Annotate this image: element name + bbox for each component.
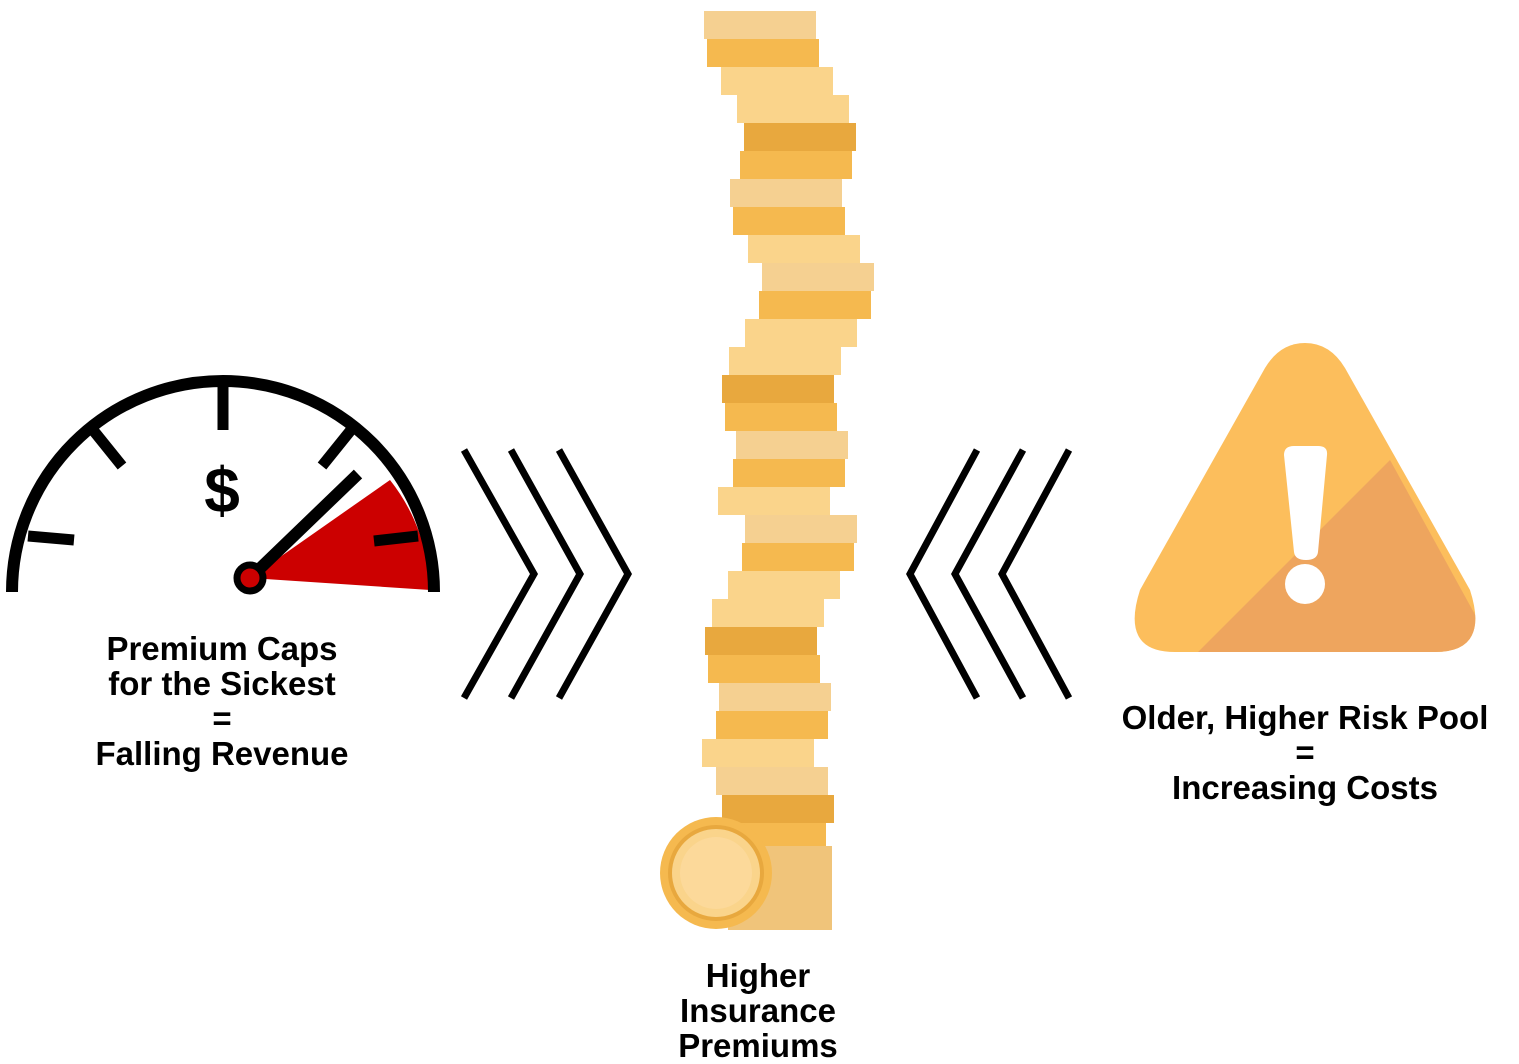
stacked-coin (705, 627, 817, 655)
stacked-coin (762, 263, 874, 291)
exclamation-mark-dot (1285, 564, 1325, 604)
chevron-right-icon (460, 448, 539, 700)
chevron-left-icon (906, 448, 981, 700)
stacked-coin (718, 487, 830, 515)
left-caption-line: for the Sickest (108, 665, 336, 702)
stacked-coin (737, 95, 849, 123)
stacked-coin (719, 683, 831, 711)
left-caption: Premium Caps for the Sickest = Falling R… (62, 631, 382, 771)
gauge-needle (245, 469, 363, 583)
stacked-coin (745, 515, 857, 543)
stacked-coin (702, 739, 814, 767)
gauge-arc (6, 375, 440, 593)
stacked-coin (759, 291, 871, 319)
stacked-coin (745, 319, 857, 347)
stacked-coin (716, 767, 828, 795)
stacked-coin (733, 207, 845, 235)
gauge-dollar-symbol: $ (204, 454, 240, 526)
gauge-tick (88, 426, 127, 470)
chevron-left-icon (951, 448, 1027, 700)
coin-face-center (680, 837, 752, 909)
stacked-coin (722, 795, 834, 823)
stacked-coin (730, 179, 842, 207)
gauge-needle-hub (233, 561, 267, 595)
center-caption-line: Insurance (680, 992, 836, 1029)
right-caption-line: Increasing Costs (1172, 769, 1438, 806)
gauge-tick (317, 426, 356, 470)
stacked-coin (708, 655, 820, 683)
stacked-coin (736, 431, 848, 459)
stacked-coin (740, 151, 852, 179)
left-caption-line: Premium Caps (106, 630, 338, 667)
center-caption-line: Premiums (678, 1027, 838, 1064)
exclamation-mark-bar (1284, 446, 1328, 560)
stacked-coin (716, 711, 828, 739)
left-caption-line: Falling Revenue (95, 735, 349, 772)
gauge-danger-zone (250, 480, 430, 590)
chevron-left-icon (998, 448, 1073, 700)
right-caption-line: Older, Higher Risk Pool (1121, 699, 1489, 736)
chevron-right-icon (555, 448, 633, 700)
stacked-coin (744, 123, 856, 151)
warning-triangle-shade (1190, 460, 1476, 652)
stacked-coin (733, 459, 845, 487)
stacked-coin (725, 403, 837, 431)
stacked-coin (748, 235, 860, 263)
center-caption: Higher Insurance Premiums (618, 958, 898, 1063)
stacked-coin (729, 347, 841, 375)
stacked-coin (712, 599, 824, 627)
stacked-coin (704, 11, 816, 39)
stacked-coin (728, 571, 840, 599)
left-caption-line: = (212, 700, 232, 737)
right-caption: Older, Higher Risk Pool = Increasing Cos… (1090, 700, 1519, 805)
gauge-tick (373, 530, 419, 547)
center-caption-line: Higher (705, 957, 811, 994)
stacked-coin (721, 67, 833, 95)
chevron-right-icon (507, 448, 585, 700)
stacked-coin (722, 375, 834, 403)
stacked-coin (707, 39, 819, 67)
stacked-coin (742, 543, 854, 571)
gauge-tick (27, 530, 75, 546)
right-caption-line: = (1295, 734, 1315, 771)
